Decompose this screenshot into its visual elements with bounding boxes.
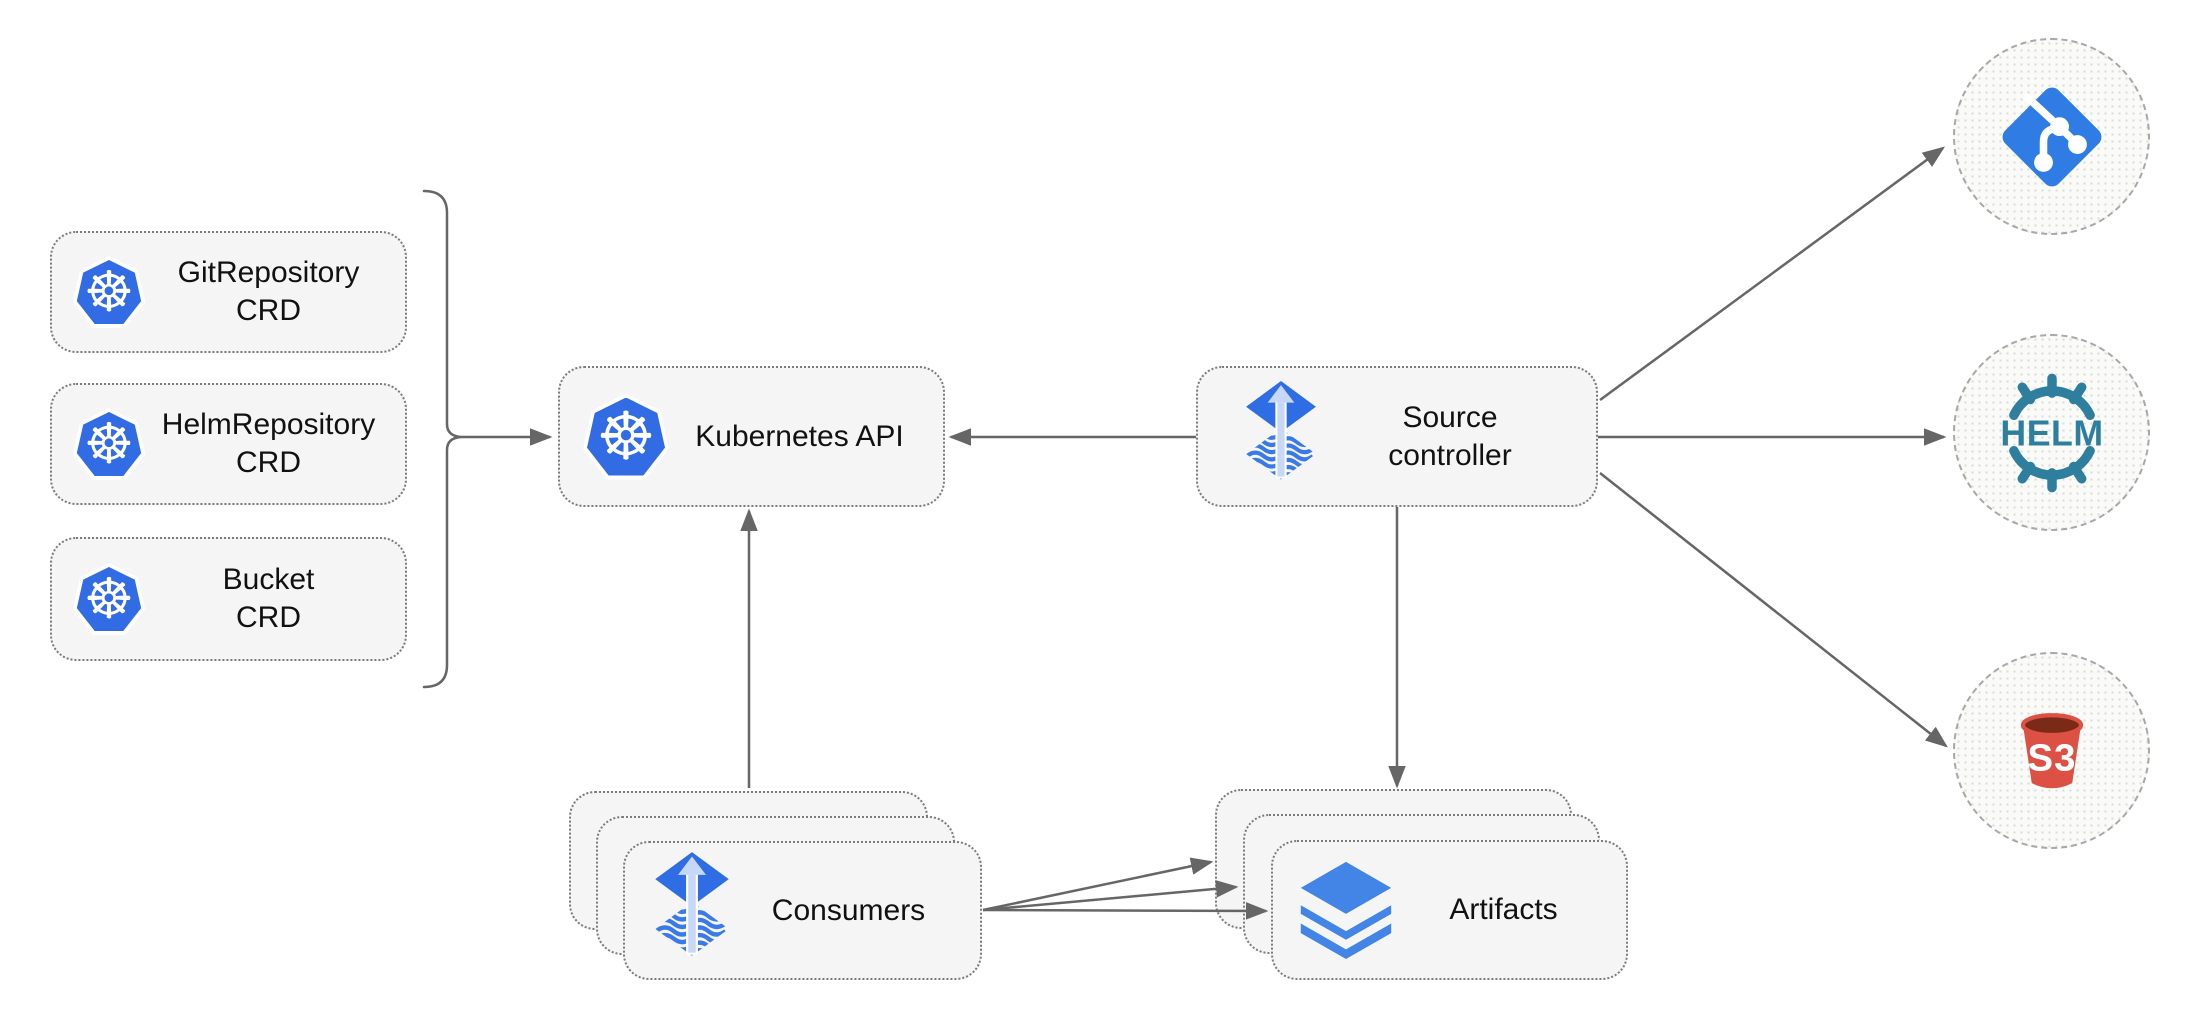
flux-logo-icon [655,852,729,956]
kubernetes-logo-icon: ☸ [72,256,146,328]
kubernetes-wheel-glyph: ☸ [83,566,135,632]
kubernetes-wheel-glyph: ☸ [83,411,135,477]
helm-label: HELM [2000,413,2103,453]
source-controller-label: Source controller [1388,400,1512,472]
crd-group-bracket [422,189,463,689]
edge-consumers-to-artifacts-back [982,857,1214,912]
helmrepository-crd-label: HelmRepository CRD [161,408,376,479]
consumers-box: Consumers [623,841,982,980]
edge-consumers-to-artifacts-middle [982,880,1239,912]
gitrepository-crd-label: GitRepository CRD [177,256,360,327]
s3-bucket-icon: S3 [2020,712,2083,788]
bucket-crd-box: ☸ Bucket CRD [50,537,407,661]
helm-logo-icon: HELM [2000,373,2103,492]
artifacts-box: Artifacts [1271,840,1628,980]
git-logo-icon [2002,87,2101,186]
kubernetes-logo-icon: ☸ [72,408,146,480]
kubernetes-wheel-glyph: ☸ [83,259,135,325]
kubernetes-wheel-glyph: ☸ [596,398,656,475]
edge-source-controller-to-git [1599,146,1946,402]
kubernetes-logo-icon: ☸ [72,563,146,635]
s3-label: S3 [2027,736,2076,779]
edge-source-controller-to-s3 [1599,472,1948,748]
kubernetes-api-label: Kubernetes API [695,419,904,453]
git-source-circle [1953,38,2150,235]
helmrepository-crd-box: ☸ HelmRepository CRD [50,383,407,505]
helm-source-circle: HELM [1953,334,2150,531]
artifacts-label: Artifacts [1449,893,1558,926]
layers-icon [1300,861,1392,960]
kubernetes-logo-icon: ☸ [582,393,670,480]
flux-logo-icon [1246,381,1316,480]
source-controller-box: Source controller [1196,366,1598,507]
consumers-label: Consumers [771,893,926,927]
s3-source-circle: S3 [1953,652,2150,849]
kubernetes-api-box: ☸ Kubernetes API [558,366,945,507]
bucket-crd-label: Bucket CRD [222,563,315,634]
gitrepository-crd-box: ☸ GitRepository CRD [50,231,407,353]
